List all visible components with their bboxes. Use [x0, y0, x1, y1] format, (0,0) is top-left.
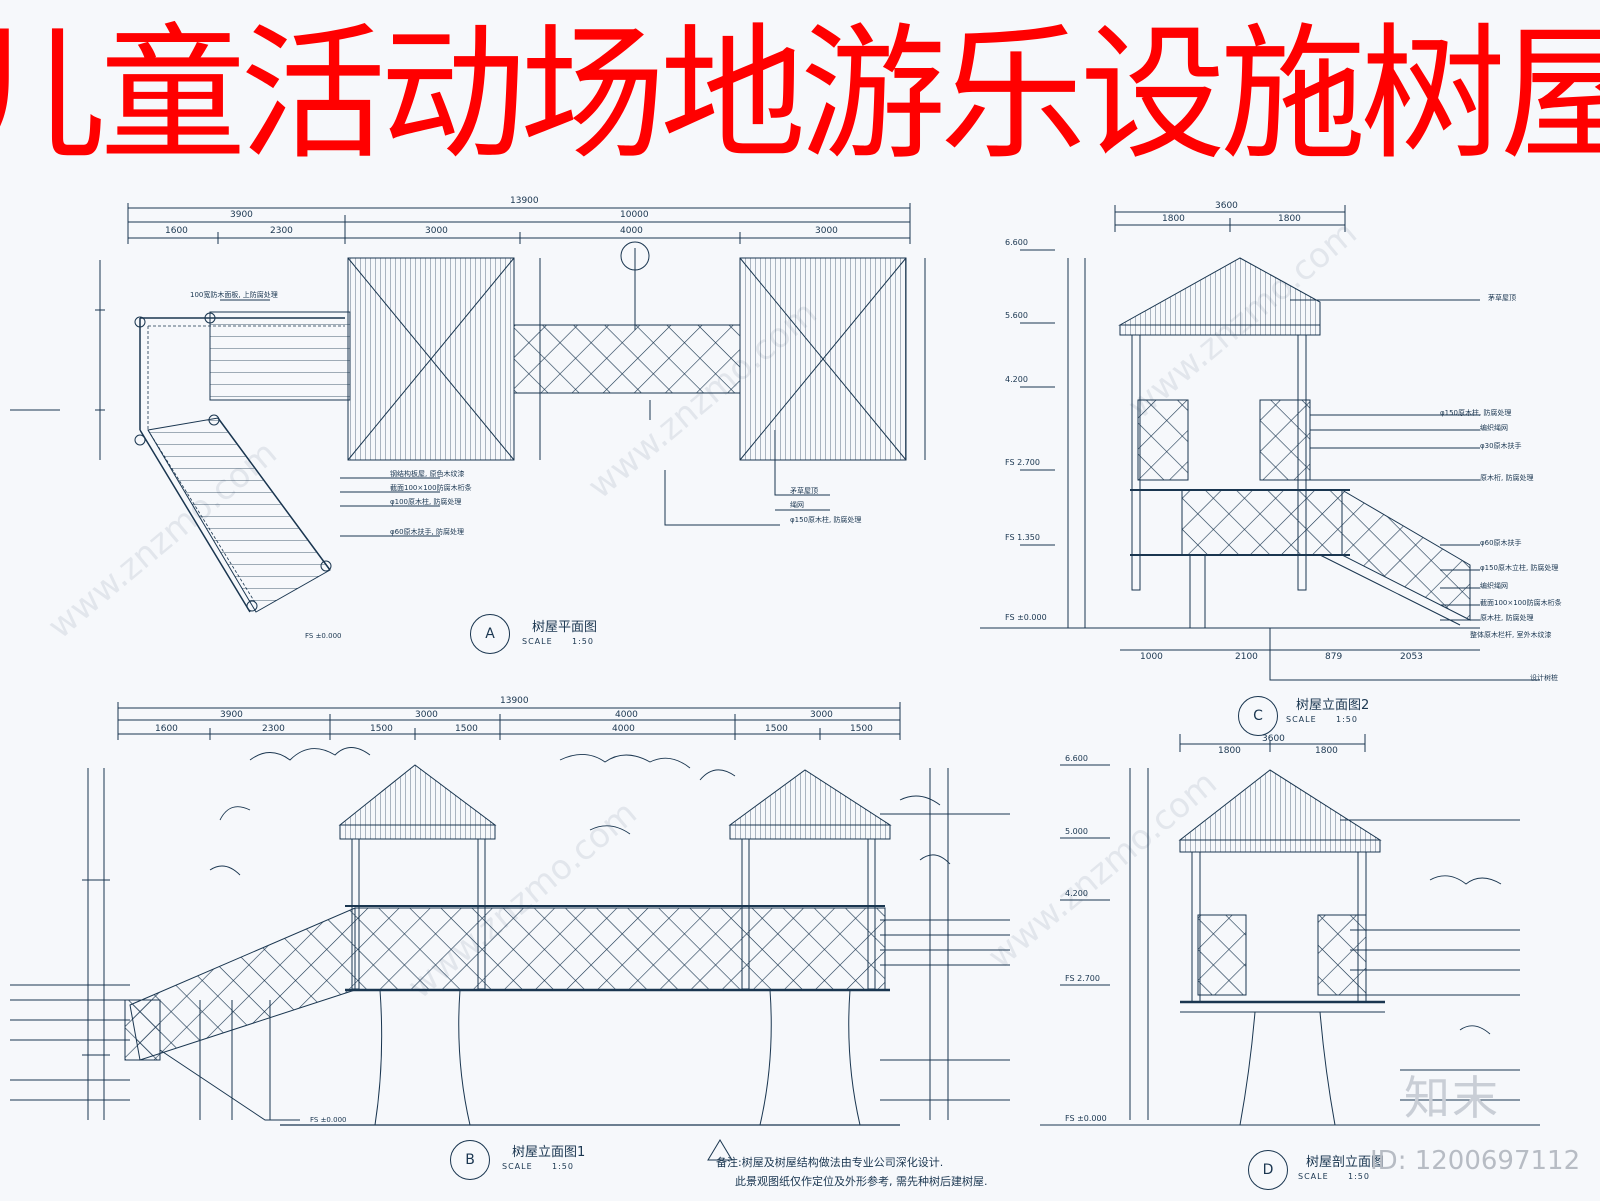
lvl-sec-fs2700: FS 2.700	[1065, 974, 1100, 983]
lvl-sec-6600: 6.600	[1065, 754, 1088, 763]
dim-plan-b: 10000	[620, 210, 649, 220]
plan-scale-word: SCALE	[522, 637, 553, 646]
dim-e1-total: 13900	[500, 696, 529, 706]
plan-callout-8: φ150原木柱, 防腐处理	[790, 516, 862, 524]
plan-callout-7: 绳网	[790, 501, 804, 509]
dim-plan-total: 13900	[510, 196, 539, 206]
elevation2-scale: 1:50	[1336, 715, 1358, 724]
lvl-e2-fs2700: FS 2.700	[1005, 458, 1040, 467]
dim-e1-e6: 1500	[765, 724, 788, 734]
elevation1-label: 树屋立面图1	[512, 1145, 586, 1160]
elevation2-label: 树屋立面图2	[1296, 698, 1370, 713]
dim-e2-b1: 1000	[1140, 652, 1163, 662]
dim-e1-e3: 1500	[370, 724, 393, 734]
e2-callout-8: 编织绳网	[1480, 582, 1508, 590]
e2-callout-12: 设计树桩	[1530, 674, 1558, 682]
plan-callout-6: 矛草屋顶	[790, 487, 818, 495]
lvl-sec-fs0: FS ±0.000	[1065, 1114, 1107, 1123]
plan-label: 树屋平面图	[532, 620, 598, 635]
lvl-e1-fs0: FS ±0.000	[310, 1116, 347, 1124]
dim-plan-c2: 2300	[270, 226, 293, 236]
dim-sec-t1: 1800	[1218, 746, 1241, 756]
e2-callout-9: 截面100×100防腐木桁条	[1480, 599, 1562, 607]
lvl-e2-fs0: FS ±0.000	[1005, 613, 1047, 622]
plan-callout-2: 钢结构板屋, 原色木纹漆	[390, 470, 465, 478]
e2-callout-6: φ60原木扶手	[1480, 539, 1522, 547]
dim-e1-e1: 1600	[155, 724, 178, 734]
dim-e1-c: 4000	[615, 710, 638, 720]
note-line-2: 此景观图纸仅作定位及外形参考, 需先种树后建树屋.	[735, 1175, 988, 1188]
note-line-1: 备注:树屋及树屋结构做法由专业公司深化设计.	[716, 1156, 944, 1169]
e2-callout-10: 原木柱, 防腐处理	[1480, 614, 1534, 622]
dim-e2-top: 3600	[1215, 201, 1238, 211]
lvl-e2-5600: 5.600	[1005, 311, 1028, 320]
section-label: 树屋剖立面图	[1306, 1155, 1385, 1170]
dim-sec-t2: 1800	[1315, 746, 1338, 756]
lvl-e2-4200: 4.200	[1005, 375, 1028, 384]
plan-callout-1: 100宽防木面板, 上防腐处理	[190, 291, 278, 299]
plan-level: FS ±0.000	[305, 632, 342, 640]
elevation1-scale-word: SCALE	[502, 1162, 533, 1171]
dim-e2-b3: 879	[1325, 652, 1343, 662]
dim-e1-a: 3900	[220, 710, 243, 720]
plan-scale: 1:50	[572, 637, 594, 646]
e2-callout-2: φ150原木柱, 防腐处理	[1440, 409, 1512, 417]
plan-callout-3: 截面100×100防腐木桁条	[390, 484, 472, 492]
e2-callout-3: 编织绳网	[1480, 424, 1508, 432]
elevation1-drawing	[10, 702, 1010, 1126]
lvl-sec-5000: 5.000	[1065, 827, 1088, 836]
dim-plan-c5: 3000	[815, 226, 838, 236]
e2-callout-11: 整体原木栏杆, 室外木纹漆	[1470, 631, 1552, 639]
dim-plan-c1: 1600	[165, 226, 188, 236]
plan-marker: A	[470, 614, 510, 654]
dim-e1-e2: 2300	[262, 724, 285, 734]
image-id: ID: 1200697112	[1370, 1146, 1581, 1176]
dim-e1-e4: 1500	[455, 724, 478, 734]
dim-e2-b4: 2053	[1400, 652, 1423, 662]
e2-callout-7: φ150原木立柱, 防腐处理	[1480, 564, 1559, 572]
lvl-sec-4200: 4.200	[1065, 889, 1088, 898]
brand-logo: 知末	[1404, 1071, 1500, 1125]
plan-callout-5: φ60原木扶手, 防腐处理	[390, 528, 464, 536]
dim-sec-top: 3600	[1262, 734, 1285, 744]
elevation2-marker: C	[1238, 696, 1278, 736]
lvl-e2-6600: 6.600	[1005, 238, 1028, 247]
e2-callout-1: 茅草屋顶	[1488, 294, 1516, 302]
section-drawing	[1040, 734, 1540, 1126]
plan-callout-4: φ100原木柱, 防腐处理	[390, 498, 462, 506]
page-title: 儿童活动场地游乐设施树屋	[0, 10, 1600, 180]
dim-plan-c3: 3000	[425, 226, 448, 236]
e2-callout-4: φ30原木扶手	[1480, 442, 1522, 450]
dim-e1-e7: 1500	[850, 724, 873, 734]
elevation2-drawing	[980, 205, 1540, 681]
dim-e1-e5: 4000	[612, 724, 635, 734]
dim-e2-t1: 1800	[1162, 214, 1185, 224]
dim-e2-t2: 1800	[1278, 214, 1301, 224]
dim-plan-c4: 4000	[620, 226, 643, 236]
section-scale-word: SCALE	[1298, 1172, 1329, 1181]
elevation2-scale-word: SCALE	[1286, 715, 1317, 724]
dim-e1-d: 3000	[810, 710, 833, 720]
section-scale: 1:50	[1348, 1172, 1370, 1181]
plan-drawing	[10, 203, 926, 613]
elevation1-marker: B	[450, 1140, 490, 1180]
e2-callout-5: 原木桁, 防腐处理	[1480, 474, 1534, 482]
section-marker: D	[1248, 1150, 1288, 1190]
dim-e1-b: 3000	[415, 710, 438, 720]
lvl-e2-fs1350: FS 1.350	[1005, 533, 1040, 542]
elevation1-scale: 1:50	[552, 1162, 574, 1171]
dim-plan-a: 3900	[230, 210, 253, 220]
dim-e2-b2: 2100	[1235, 652, 1258, 662]
